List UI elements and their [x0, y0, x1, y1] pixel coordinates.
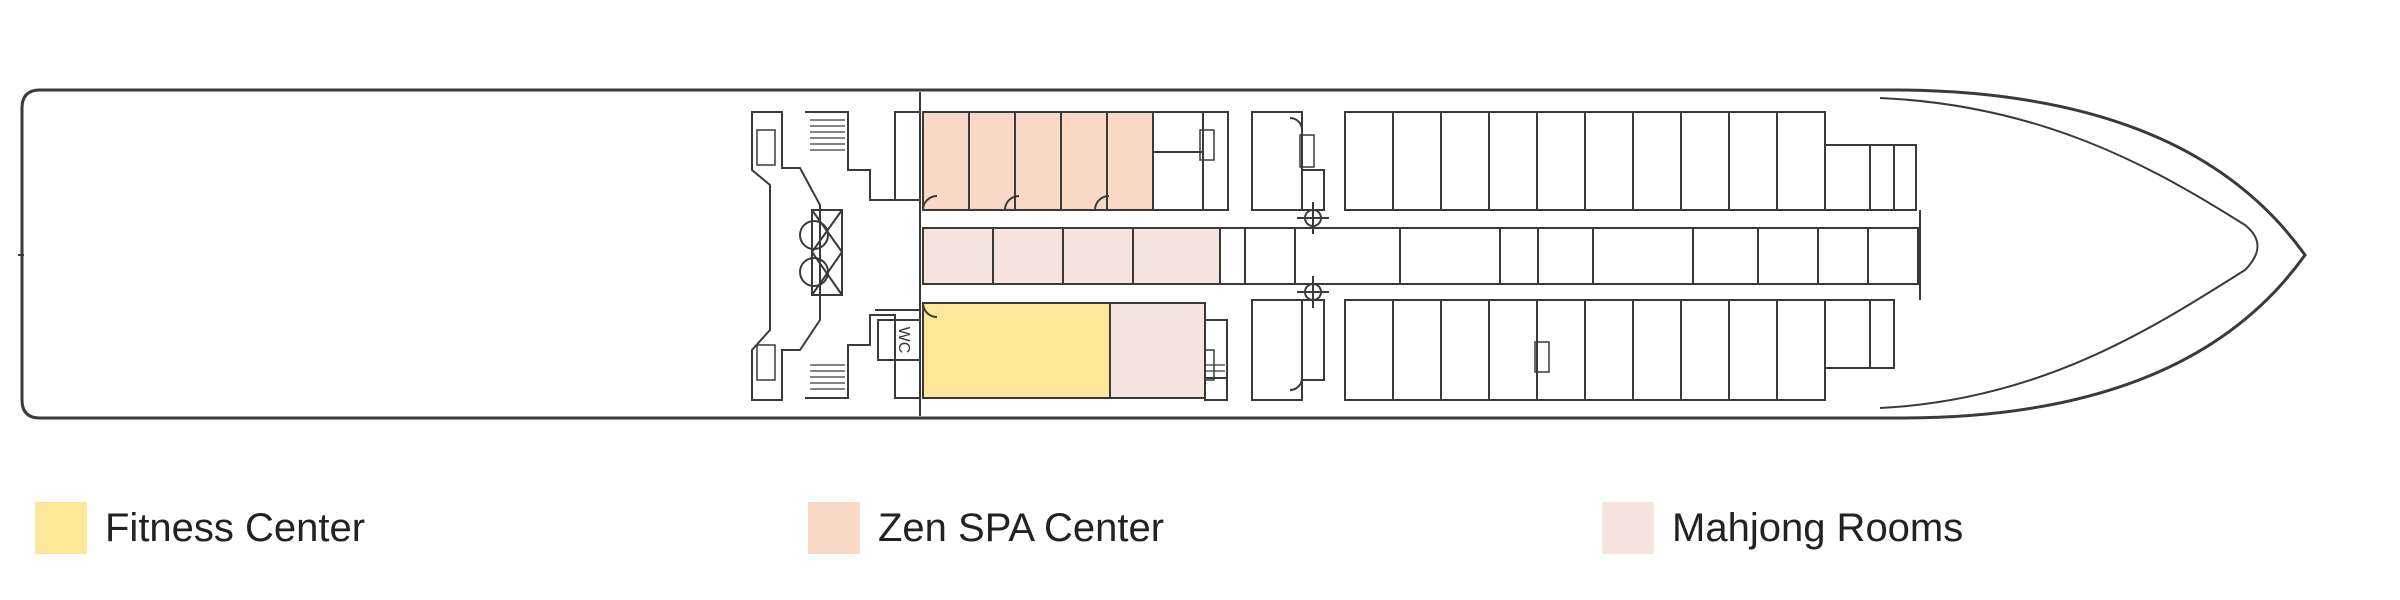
- fitness-swatch: [35, 502, 87, 554]
- fitness-center: [922, 302, 1111, 399]
- aft-stair-upper: [805, 111, 920, 201]
- legend-mahjong: Mahjong Rooms: [1602, 498, 1963, 558]
- spa-rooms: [922, 111, 1154, 211]
- spa-room: [1014, 111, 1062, 211]
- fitness-label: Fitness Center: [105, 505, 366, 550]
- legend-fitness: Fitness Center: [35, 498, 365, 558]
- stair-treads: [810, 119, 1225, 390]
- aft-stair-lower: [805, 314, 920, 399]
- mahjong-room: [1132, 227, 1221, 285]
- spa-swatch: [808, 502, 860, 554]
- lift-circle: [799, 257, 829, 287]
- mahjong-rooms: [922, 227, 1221, 399]
- hull-inner-line: [1879, 97, 2259, 409]
- spa-room: [922, 111, 970, 211]
- spa-room: [968, 111, 1016, 211]
- aft-stair-block: [751, 111, 821, 401]
- mahjong-swatch: [1602, 502, 1654, 554]
- mahjong-room: [1109, 302, 1206, 399]
- deck-plan: WC: [18, 88, 2307, 420]
- wc-label: WC: [895, 327, 912, 354]
- mahjong-label: Mahjong Rooms: [1672, 505, 1964, 550]
- mahjong-room: [922, 227, 994, 285]
- legend-spa: Zen SPA Center: [808, 498, 1164, 558]
- ship-hull: [20, 88, 2307, 420]
- mahjong-room: [1062, 227, 1134, 285]
- spa-room: [1060, 111, 1108, 211]
- lift-circle: [799, 220, 829, 250]
- spa-room: [1106, 111, 1154, 211]
- mahjong-room: [992, 227, 1064, 285]
- elevator: [811, 209, 843, 296]
- wc-room: [877, 319, 921, 361]
- spa-label: Zen SPA Center: [878, 505, 1165, 550]
